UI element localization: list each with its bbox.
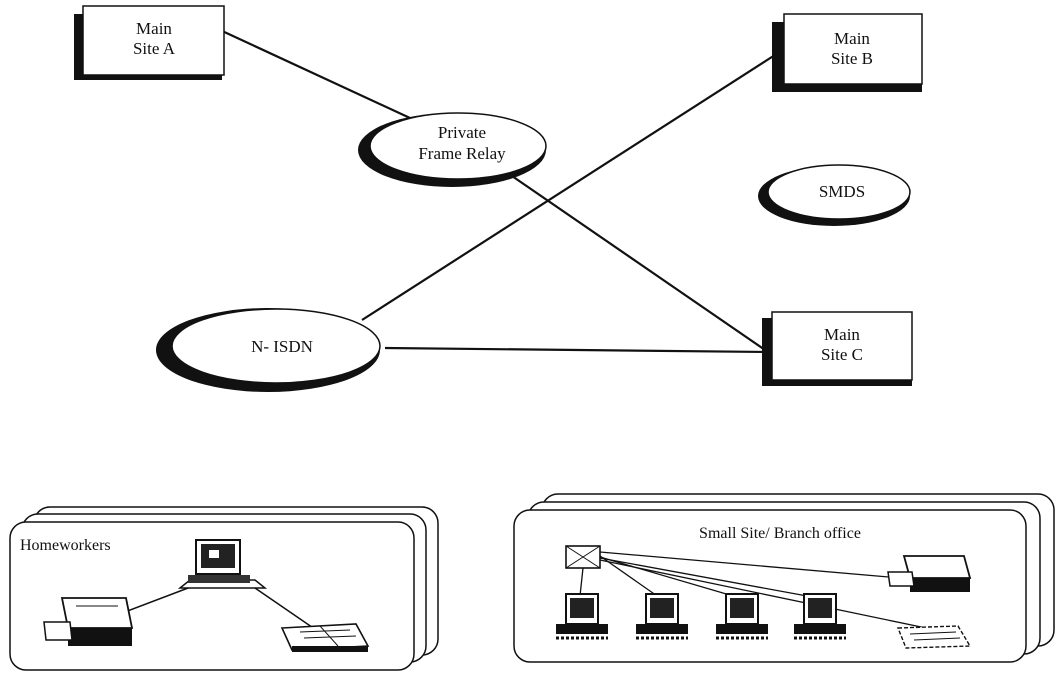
- site-b-box: [783, 13, 923, 85]
- printer-icon: [43, 597, 134, 646]
- n-isdn-label: N- ISDN: [251, 337, 313, 356]
- site-c-label-line1: Main: [824, 325, 860, 344]
- smds-network: SMDS: [758, 164, 911, 226]
- n-isdn-ellipse: [171, 308, 381, 384]
- main-site-a: Main Site A: [74, 5, 225, 80]
- link-n-isdn-site-c: [384, 346, 769, 354]
- homeworkers-panel: Homeworkers: [9, 506, 439, 671]
- frame-relay-label-line2: Frame Relay: [418, 144, 506, 163]
- homeworker-link-printer: [124, 584, 197, 613]
- frame-relay-ellipse: [369, 112, 547, 180]
- frame-relay-network: Private Frame Relay: [358, 112, 547, 187]
- site-c-box: [771, 311, 913, 381]
- workstation-icon: [556, 593, 608, 640]
- site-c-label-line2: Site C: [821, 345, 863, 364]
- main-site-c: Main Site C: [762, 311, 913, 386]
- link-frame-relay-site-c: [511, 175, 769, 353]
- fax-icon: [896, 625, 972, 649]
- branch-office-panel: Small Site/ Branch office: [513, 493, 1055, 663]
- n-isdn-network: N- ISDN: [156, 308, 381, 392]
- frame-relay-label-line1: Private: [438, 123, 486, 142]
- smds-label: SMDS: [819, 182, 865, 201]
- printer-icon: [887, 555, 972, 592]
- link-site-a-frame-relay: [219, 29, 411, 119]
- site-b-label-line2: Site B: [831, 49, 873, 68]
- site-a-label-line1: Main: [136, 19, 172, 38]
- workstation-icon: [716, 593, 768, 640]
- smds-ellipse: [767, 164, 911, 220]
- hub-icon: [565, 545, 601, 569]
- site-a-box: [82, 5, 225, 76]
- workstation-icon: [177, 539, 268, 589]
- site-a-label-line2: Site A: [133, 39, 176, 58]
- branch-links: [579, 551, 927, 629]
- fax-icon: [280, 623, 370, 652]
- site-b-label-line1: Main: [834, 29, 870, 48]
- workstation-icon: [794, 593, 846, 640]
- workstation-icon: [636, 593, 688, 640]
- link-site-b-n-isdn: [361, 54, 776, 321]
- main-site-b: Main Site B: [772, 13, 923, 92]
- homeworkers-label: Homeworkers: [20, 537, 111, 554]
- branch-label: Small Site/ Branch office: [699, 525, 861, 542]
- connections: [219, 29, 776, 354]
